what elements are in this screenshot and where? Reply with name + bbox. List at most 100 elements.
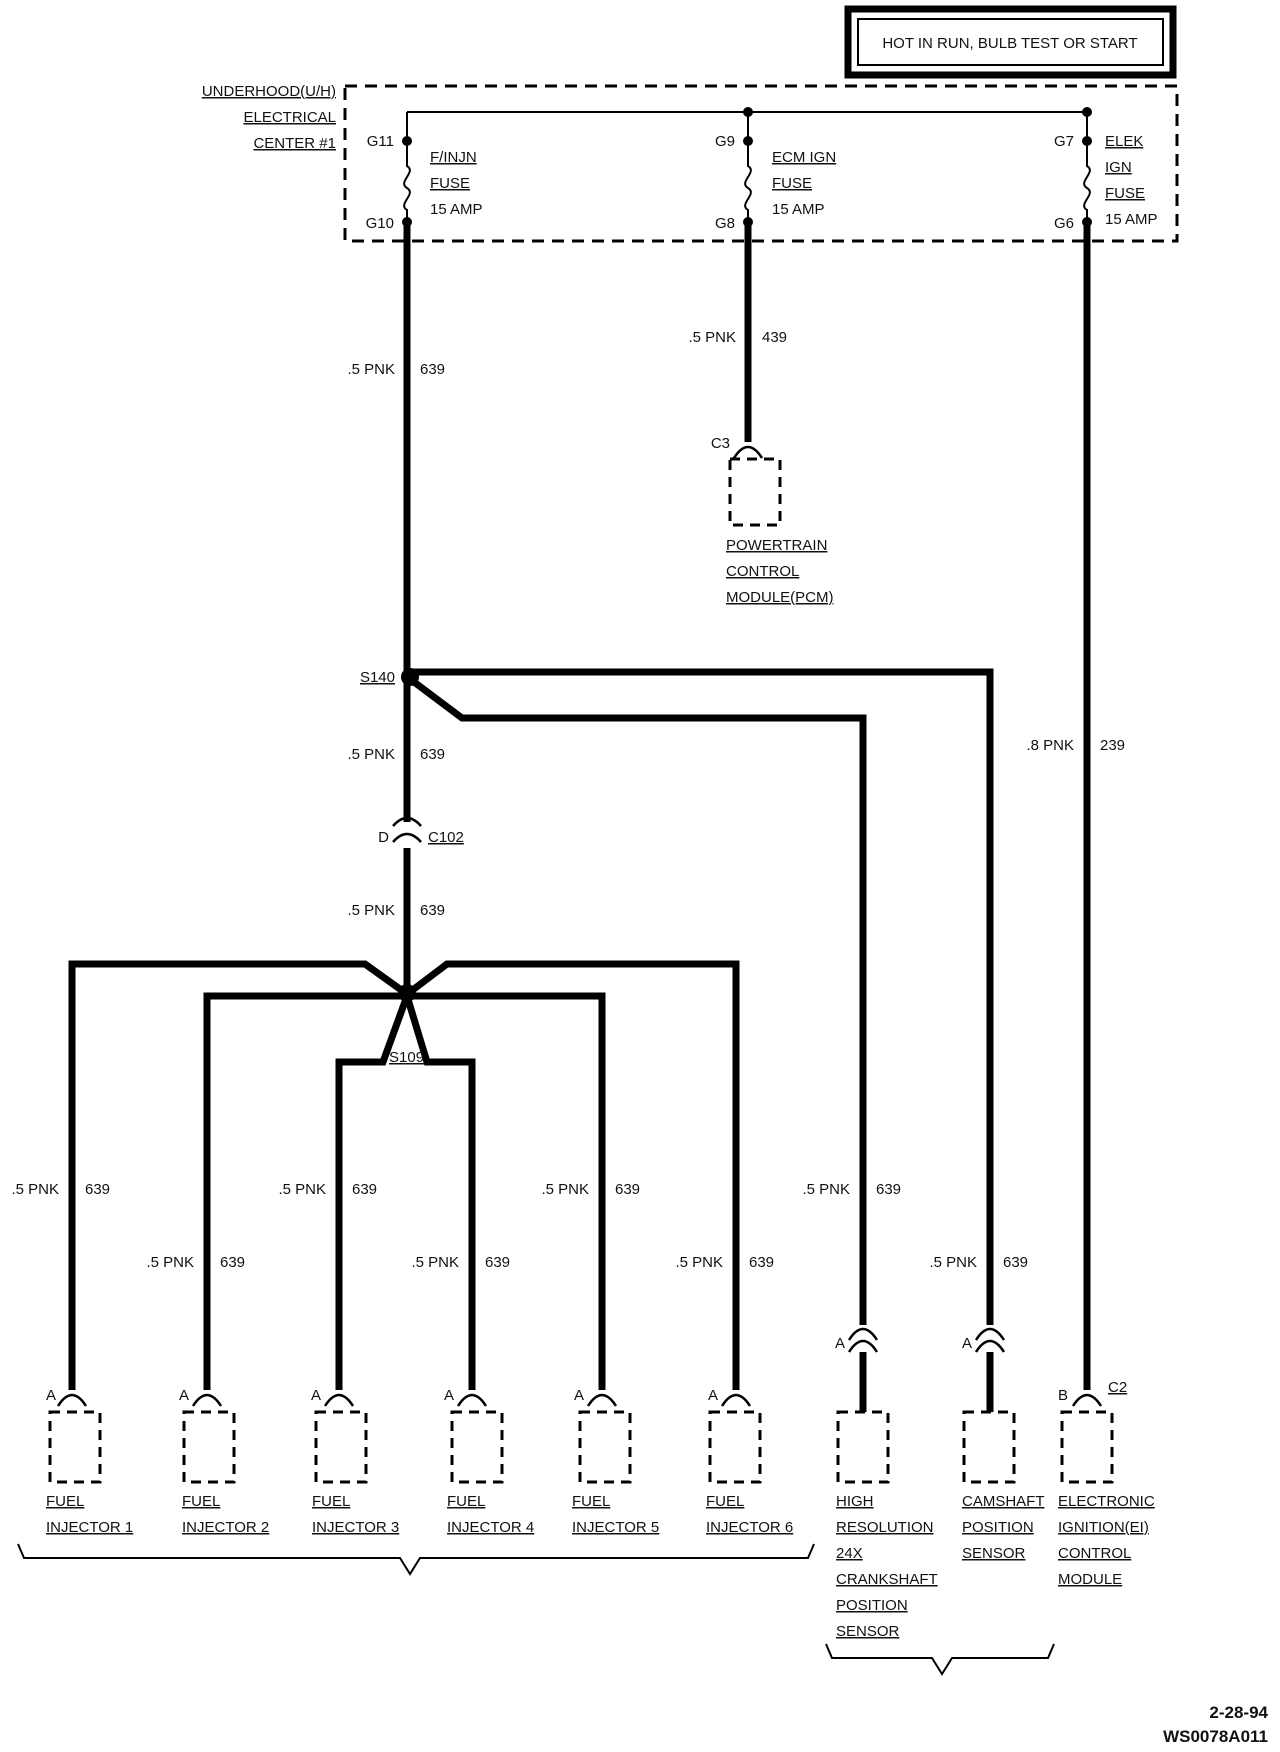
fuse-3-out-pin: G6 <box>1054 215 1074 232</box>
c102-pin-label: D <box>378 829 389 846</box>
fuel-injector-5: A FUEL INJECTOR 5 <box>572 1387 659 1536</box>
power-note-box: HOT IN RUN, BULB TEST OR START <box>844 5 1177 79</box>
inj1-line-2: INJECTOR 1 <box>46 1519 133 1536</box>
wire-main-3-circuit: 639 <box>420 902 445 919</box>
fuse-block-outline <box>343 84 1179 243</box>
fuse-2-in-pin: G9 <box>715 133 735 150</box>
wire-inj3-circuit: 639 <box>352 1181 377 1198</box>
ei-line-4: MODULE <box>1058 1571 1122 1588</box>
injector-group-brace <box>17 1543 815 1576</box>
ei-line-1: ELECTRONIC <box>1058 1493 1155 1510</box>
inj5-line-2: INJECTOR 5 <box>572 1519 659 1536</box>
fuse-3-line-1: ELEK <box>1105 133 1143 150</box>
crank-line-1: HIGH <box>836 1493 874 1510</box>
fuse-2-out-pin: G8 <box>715 215 735 232</box>
fuse-ecm-ign: G9 G8 ECM IGN FUSE 15 AMP <box>715 112 836 232</box>
pcm-branch: .5 PNK 439 C3 POWERTRAIN CONTROL MODULE(… <box>688 224 834 606</box>
wire-inj1-circuit: 639 <box>85 1181 110 1198</box>
wire-main-2-circuit: 639 <box>420 746 445 763</box>
wire-pcm-circuit: 439 <box>762 329 787 346</box>
camshaft-position-sensor: A CAMSHAFT POSITION SENSOR <box>962 1327 1045 1562</box>
inj6-line-1: FUEL <box>706 1493 744 1510</box>
inj5-pin: A <box>574 1387 584 1404</box>
c102-label: C102 <box>428 829 464 846</box>
inj6-pin: A <box>708 1387 718 1404</box>
wire-crank-circuit: 639 <box>876 1181 901 1198</box>
crank-line-3: 24X <box>836 1545 863 1562</box>
s140-label: S140 <box>360 669 395 686</box>
fuse-1-line-1: F/INJN <box>430 149 477 166</box>
fuse-3-line-3: FUSE <box>1105 185 1145 202</box>
wire-inj6-circuit: 639 <box>749 1254 774 1271</box>
sensor-group-brace <box>825 1643 1055 1676</box>
inj6-line-2: INJECTOR 6 <box>706 1519 793 1536</box>
cam-line-3: SENSOR <box>962 1545 1026 1562</box>
ei-pin: B <box>1058 1387 1068 1404</box>
fuse-block-name-2: ELECTRICAL <box>243 109 336 126</box>
crank-line-6: SENSOR <box>836 1623 900 1640</box>
wire-main-1-gauge: .5 PNK <box>347 361 395 378</box>
ei-branch: .8 PNK 239 <box>1026 224 1125 1390</box>
fuse-block-name-1: UNDERHOOD(U/H) <box>202 83 336 100</box>
crank-line-2: RESOLUTION <box>836 1519 934 1536</box>
footer-code: WS0078A011 <box>1163 1727 1268 1746</box>
cam-line-2: POSITION <box>962 1519 1034 1536</box>
main-feed-wire: .5 PNK 639 .5 PNK 639 .5 PNK 639 <box>347 224 445 990</box>
wire-inj4-gauge: .5 PNK <box>411 1254 459 1271</box>
footer-date: 2-28-94 <box>1209 1703 1268 1722</box>
pcm-line-1: POWERTRAIN <box>726 537 827 554</box>
c2-label: C2 <box>1108 1379 1127 1396</box>
inj2-pin: A <box>179 1387 189 1404</box>
wire-pcm-gauge: .5 PNK <box>688 329 736 346</box>
wire-cam-circuit: 639 <box>1003 1254 1028 1271</box>
fuse-2-line-3: 15 AMP <box>772 201 825 218</box>
wire-to-injector-6 <box>407 960 740 1390</box>
inj4-line-2: INJECTOR 4 <box>447 1519 534 1536</box>
fuse-block: UNDERHOOD(U/H) ELECTRICAL CENTER #1 G11 … <box>202 83 1179 243</box>
wire-inj5-circuit: 639 <box>615 1181 640 1198</box>
wire-crank-gauge: .5 PNK <box>802 1181 850 1198</box>
crank-pin: A <box>835 1335 845 1352</box>
crankshaft-position-sensor: A HIGH RESOLUTION 24X CRANKSHAFT POSITIO… <box>835 1327 938 1640</box>
inj3-pin: A <box>311 1387 321 1404</box>
wire-to-cam-sensor <box>410 668 994 1325</box>
connector-c102: D C102 <box>378 816 464 846</box>
fuse-2-line-1: ECM IGN <box>772 149 836 166</box>
fuse-2-line-2: FUSE <box>772 175 812 192</box>
wire-inj5-gauge: .5 PNK <box>541 1181 589 1198</box>
wire-to-injector-5 <box>410 992 606 1390</box>
crank-line-5: POSITION <box>836 1597 908 1614</box>
fuel-injector-2: A FUEL INJECTOR 2 <box>179 1387 269 1536</box>
wire-main-2-gauge: .5 PNK <box>347 746 395 763</box>
fuel-injector-3: A FUEL INJECTOR 3 <box>311 1387 399 1536</box>
wire-inj1-gauge: .5 PNK <box>11 1181 59 1198</box>
crank-line-4: CRANKSHAFT <box>836 1571 938 1588</box>
inj4-pin: A <box>444 1387 454 1404</box>
wire-ei-circuit: 239 <box>1100 737 1125 754</box>
pcm-line-3: MODULE(PCM) <box>726 589 834 606</box>
cam-pin: A <box>962 1335 972 1352</box>
s140-branches: .5 PNK 639 .5 PNK 639 <box>410 668 1028 1325</box>
fuse-1-out-pin: G10 <box>366 215 394 232</box>
power-note-text: HOT IN RUN, BULB TEST OR START <box>882 35 1137 52</box>
wire-inj4-circuit: 639 <box>485 1254 510 1271</box>
ei-line-3: CONTROL <box>1058 1545 1131 1562</box>
wire-to-injector-1 <box>68 960 407 1390</box>
fuel-injector-1: A FUEL INJECTOR 1 <box>46 1387 133 1536</box>
inj3-line-2: INJECTOR 3 <box>312 1519 399 1536</box>
fuse-f-injn: G11 G10 F/INJN FUSE 15 AMP <box>366 112 483 232</box>
inj2-line-1: FUEL <box>182 1493 220 1510</box>
inj5-line-1: FUEL <box>572 1493 610 1510</box>
inj3-line-1: FUEL <box>312 1493 350 1510</box>
fuel-injector-6: A FUEL INJECTOR 6 <box>706 1387 793 1536</box>
fuel-injector-4: A FUEL INJECTOR 4 <box>444 1387 534 1536</box>
wire-to-crank-sensor <box>411 679 867 1325</box>
wire-main-1-circuit: 639 <box>420 361 445 378</box>
wire-cam-gauge: .5 PNK <box>929 1254 977 1271</box>
fuse-1-in-pin: G11 <box>367 133 394 150</box>
ei-line-2: IGNITION(EI) <box>1058 1519 1149 1536</box>
cam-line-1: CAMSHAFT <box>962 1493 1045 1510</box>
pcm-box <box>728 457 782 527</box>
s109-label: S109 <box>389 1049 424 1066</box>
